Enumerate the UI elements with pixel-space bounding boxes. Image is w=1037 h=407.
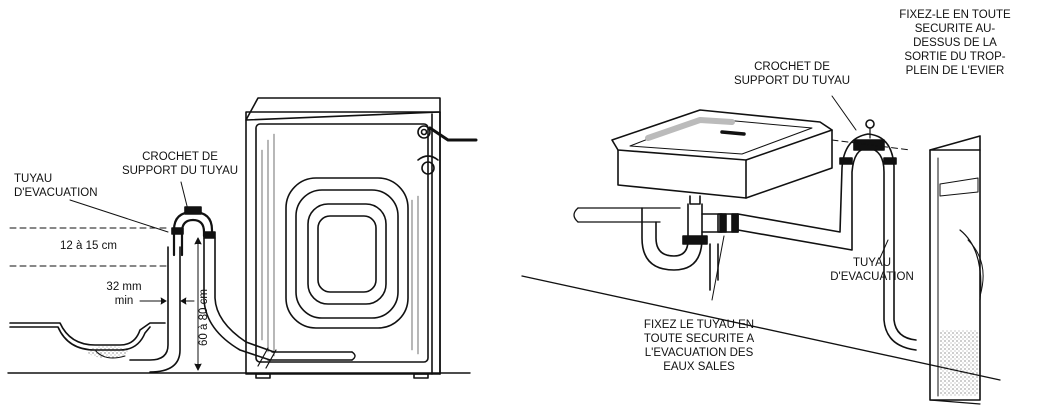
left-figure [7, 97, 478, 379]
secure-label-line2: SECURITE AU- [914, 23, 996, 35]
right-hook-label-line2: SUPPORT DU TUYAU [733, 75, 851, 87]
secure-label-line3: DESSUS DE LA [913, 37, 997, 49]
height-range-label: 60 à 80 cm [198, 289, 210, 346]
secure-above-overflow-label: FIXEZ-LE EN TOUTE SECURITE AU- DESSUS DE… [880, 8, 1030, 78]
left-hook-label-line1: CROCHET DE [142, 151, 218, 163]
right-drain-hose-label: TUYAU D'EVACUATION [822, 256, 922, 284]
waste-label-line1: FIXEZ LE TUYAU EN [643, 319, 755, 331]
right-drain-hose-label-line1: TUYAU [852, 257, 892, 269]
right-drain-hose [737, 95, 917, 351]
left-hook-label: CROCHET DE SUPPORT DU TUYAU [112, 150, 248, 178]
gap-label-line1: 32 mm [106, 281, 142, 293]
left-drain-hose-label-line1: TUYAU [14, 173, 53, 185]
left-standpipe [9, 246, 181, 373]
secure-label-line5: PLEIN DE L'EVIER [905, 65, 1005, 77]
waste-label-line2: TOUTE SECURITE A [643, 333, 755, 345]
right-wall-floor-edge [521, 275, 1001, 381]
waste-connection-label: FIXEZ LE TUYAU EN TOUTE SECURITE A L'EVA… [624, 318, 774, 374]
gap-label-line2: min [114, 295, 134, 307]
left-washing-machine [245, 97, 478, 379]
left-drain-hose-label: TUYAU D'EVACUATION [14, 172, 98, 200]
left-dimensions [9, 181, 202, 371]
overflow-range-label: 12 à 15 cm [60, 240, 117, 252]
right-sink-trap [641, 195, 739, 301]
gap-label: 32 mm min [96, 280, 152, 308]
right-figure [521, 95, 1001, 405]
secure-label-line4: SORTIE DU TROP- [904, 51, 1006, 63]
waste-label-line3: L'EVACUATION DES [644, 347, 754, 359]
right-washing-machine [929, 135, 984, 405]
right-hook-label: CROCHET DE SUPPORT DU TUYAU [722, 60, 862, 88]
left-hook-label-line2: SUPPORT DU TUYAU [121, 165, 239, 177]
left-drain-hose-label-line2: D'EVACUATION [14, 187, 98, 199]
waste-label-line4: EAUX SALES [663, 361, 735, 373]
left-drain-hose [171, 206, 356, 369]
right-hook-label-line1: CROCHET DE [754, 61, 830, 73]
right-drain-hose-label-line2: D'EVACUATION [830, 271, 914, 283]
right-sink [611, 109, 833, 199]
secure-label-line1: FIXEZ-LE EN TOUTE [899, 9, 1011, 21]
